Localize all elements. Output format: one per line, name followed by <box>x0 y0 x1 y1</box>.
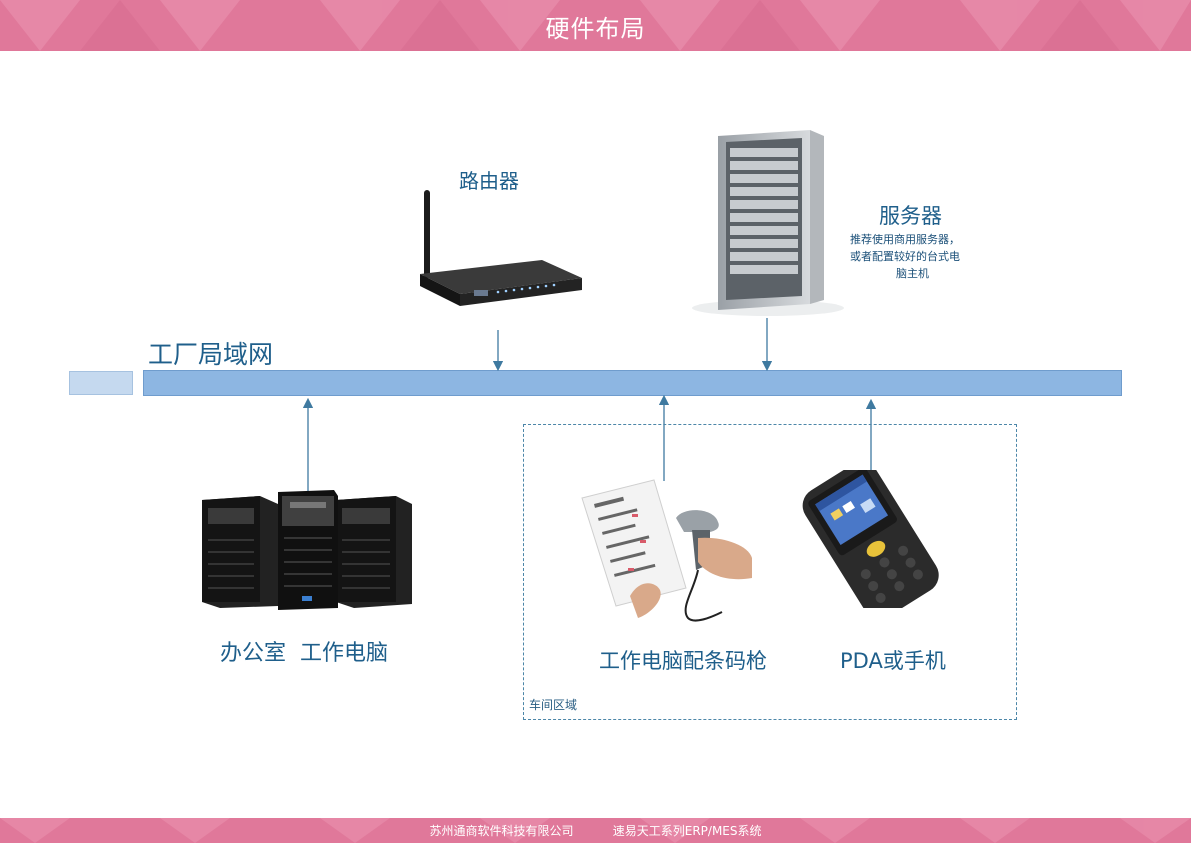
lan-label: 工厂局域网 <box>148 340 274 369</box>
scanner-label: 工作电脑配条码枪 <box>599 649 767 673</box>
header-banner: 硬件布局 <box>0 0 1191 51</box>
router-label: 路由器 <box>459 169 519 193</box>
footer-pattern <box>0 818 1191 843</box>
office-label: 办公室 工作电脑 <box>220 641 388 666</box>
lan-stub-segment <box>69 371 133 395</box>
pda-device-icon <box>802 470 939 608</box>
workshop-area <box>523 424 1017 720</box>
footer-banner: 苏州通商软件科技有限公司 速易天工系列ERP/MES系统 <box>0 818 1191 843</box>
server-note-line1: 推荐使用商用服务器， <box>850 233 960 246</box>
router-icon <box>420 190 582 306</box>
workshop-label: 车间区域 <box>529 698 578 712</box>
server-note-line3: 脑主机 <box>896 267 929 280</box>
barcode-scanner-icon <box>581 479 752 622</box>
rack-server-icon <box>692 130 844 316</box>
pda-label: PDA或手机 <box>840 649 946 673</box>
lan-bus-bar <box>143 370 1122 396</box>
footer-text: 苏州通商软件科技有限公司 速易天工系列ERP/MES系统 <box>429 824 762 838</box>
page-title: 硬件布局 <box>545 15 646 43</box>
office-towers-icon <box>202 490 412 610</box>
server-note-line2: 或者配置较好的台式电 <box>850 250 960 263</box>
server-label: 服务器 <box>879 204 942 228</box>
header-pattern <box>0 0 1191 51</box>
